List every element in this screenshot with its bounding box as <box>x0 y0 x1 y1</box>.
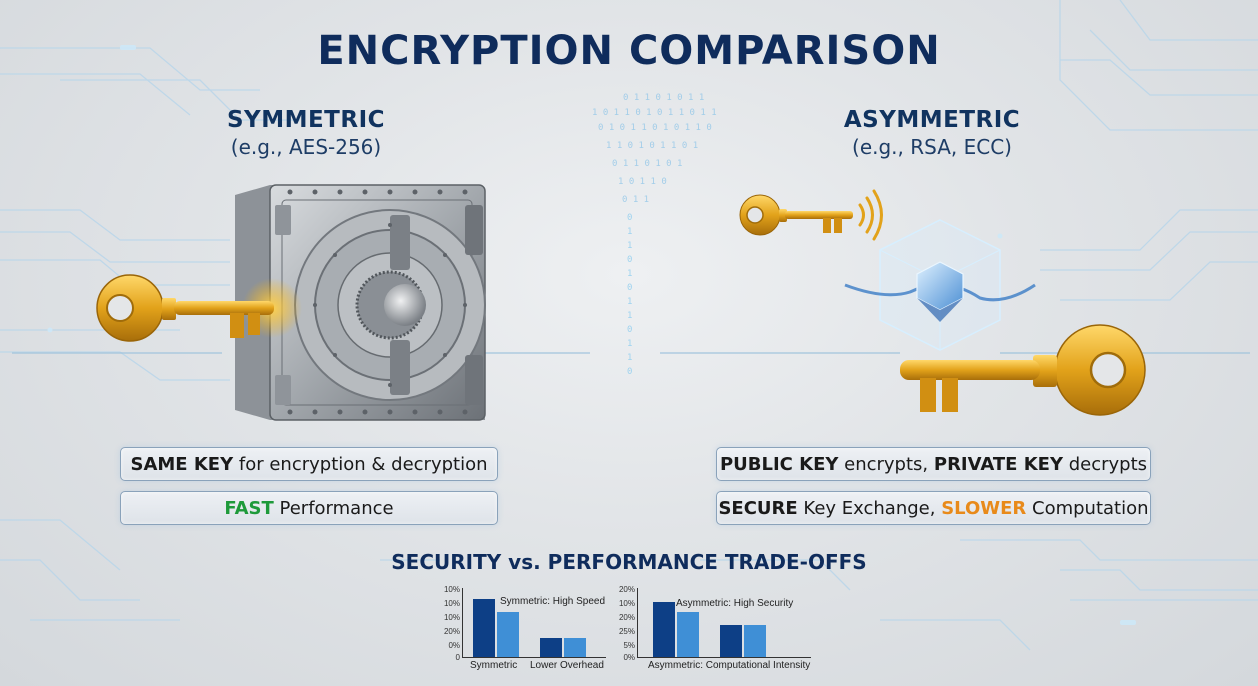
symmetric-tradeoff-chart: 10% 10% 10% 20% 0% 0 Symmetric: High Spe… <box>440 584 610 676</box>
y-tick: 10% <box>443 613 460 622</box>
decrypts-text: decrypts <box>1063 453 1148 475</box>
bar-asymmetric-light <box>677 612 699 657</box>
svg-text:0: 0 <box>627 367 632 377</box>
y-tick: 20% <box>618 585 635 594</box>
symmetric-example: (e.g., AES-256) <box>230 135 382 159</box>
svg-text:0 1 1: 0 1 1 <box>622 195 649 205</box>
public-key-icon <box>739 194 853 236</box>
y-tick: 0% <box>448 641 460 650</box>
svg-text:1 0 1 1 0 1 0 1 1 0 1 1: 1 0 1 1 0 1 0 1 1 0 1 1 <box>592 108 717 118</box>
asymmetric-title: ASYMMETRIC <box>843 107 1021 133</box>
svg-text:1: 1 <box>627 241 632 251</box>
vault-with-key-illustration <box>96 184 486 421</box>
asymmetric-performance-box: SECURE Key Exchange, SLOWER Computation <box>716 491 1151 525</box>
asymmetric-tradeoff-chart: 20% 10% 20% 25% 5% 0% Asymmetric: High S… <box>615 584 815 676</box>
fast-label: FAST <box>224 497 274 519</box>
symmetric-performance-box: FAST Performance <box>120 491 498 525</box>
performance-desc: Performance <box>273 497 394 519</box>
y-tick: 20% <box>618 613 635 622</box>
x-axis <box>462 657 606 658</box>
bar-asymmetric-dark <box>653 602 675 657</box>
svg-text:0: 0 <box>627 325 632 335</box>
encrypted-cube-icon <box>844 219 1036 351</box>
chart-annotation: Symmetric: High Speed <box>500 596 606 607</box>
y-tick: 10% <box>443 585 460 594</box>
private-key-label: PRIVATE KEY <box>933 453 1063 475</box>
y-axis <box>637 588 638 658</box>
svg-text:1 1 0 1 0 1 1 0 1: 1 1 0 1 0 1 1 0 1 <box>606 141 698 151</box>
gold-key-icon <box>96 274 274 342</box>
key-exchange-text: Key Exchange, <box>797 497 942 519</box>
symmetric-header: SYMMETRIC (e.g., AES-256) <box>176 107 436 159</box>
y-tick: 5% <box>623 641 635 650</box>
same-key-desc: for encryption & decryption <box>233 453 488 475</box>
bar-overhead-dark <box>540 638 562 657</box>
x-label: Lower Overhead <box>530 660 604 671</box>
svg-text:0 1 1 0 1 0 1 1: 0 1 1 0 1 0 1 1 <box>623 93 704 103</box>
y-tick: 10% <box>443 599 460 608</box>
bar-intensity-light <box>744 625 766 657</box>
svg-text:0 1 0 1 1 0 1 0 1 1 0: 0 1 0 1 1 0 1 0 1 1 0 <box>598 123 712 133</box>
y-axis <box>462 588 463 658</box>
bar-symmetric-dark <box>473 599 495 657</box>
asymmetric-key-usage-box: PUBLIC KEY encrypts, PRIVATE KEY decrypt… <box>716 447 1151 481</box>
svg-text:0 1 1 0 1 0 1: 0 1 1 0 1 0 1 <box>612 159 682 169</box>
chart-annotation: Asymmetric: High Security <box>676 598 794 609</box>
asymmetric-example: (e.g., RSA, ECC) <box>852 135 1012 159</box>
bar-symmetric-light <box>497 612 519 657</box>
wireless-signal-icon <box>858 189 883 241</box>
symmetric-key-usage-box: SAME KEY for encryption & decryption <box>120 447 498 481</box>
svg-text:0: 0 <box>627 213 632 223</box>
y-tick: 25% <box>618 627 635 636</box>
svg-text:1: 1 <box>627 339 632 349</box>
svg-text:1: 1 <box>627 269 632 279</box>
same-key-label: SAME KEY <box>130 453 234 475</box>
y-tick: 10% <box>618 599 635 608</box>
encrypts-text: encrypts, <box>838 453 934 475</box>
y-tick: 0 <box>455 653 460 662</box>
svg-text:1: 1 <box>627 297 632 307</box>
y-tick: 0% <box>623 653 635 662</box>
svg-text:1: 1 <box>627 353 632 363</box>
symmetric-title: SYMMETRIC <box>226 107 386 133</box>
secure-label: SECURE <box>718 497 798 519</box>
svg-text:1: 1 <box>627 311 632 321</box>
y-tick: 20% <box>443 627 460 636</box>
svg-text:1: 1 <box>627 227 632 237</box>
computation-text: Computation <box>1026 497 1149 519</box>
asymmetric-header: ASYMMETRIC (e.g., RSA, ECC) <box>802 107 1062 159</box>
vault-safe-icon <box>235 184 486 421</box>
svg-text:0: 0 <box>627 283 632 293</box>
page-title: ENCRYPTION COMPARISON <box>317 28 941 74</box>
x-label: Asymmetric: Computational Intensity <box>648 660 811 671</box>
x-label: Symmetric <box>470 660 518 671</box>
slower-label: SLOWER <box>941 497 1027 519</box>
bar-overhead-light <box>564 638 586 657</box>
public-key-label: PUBLIC KEY <box>719 453 839 475</box>
svg-text:1 0 1 1 0: 1 0 1 1 0 <box>618 177 667 187</box>
private-key-icon <box>900 324 1146 416</box>
asymmetric-keys-illustration <box>739 189 1146 416</box>
bar-intensity-dark <box>720 625 742 657</box>
svg-text:0: 0 <box>627 255 632 265</box>
tradeoffs-heading: SECURITY vs. PERFORMANCE TRADE-OFFS <box>391 550 867 574</box>
x-axis <box>637 657 811 658</box>
